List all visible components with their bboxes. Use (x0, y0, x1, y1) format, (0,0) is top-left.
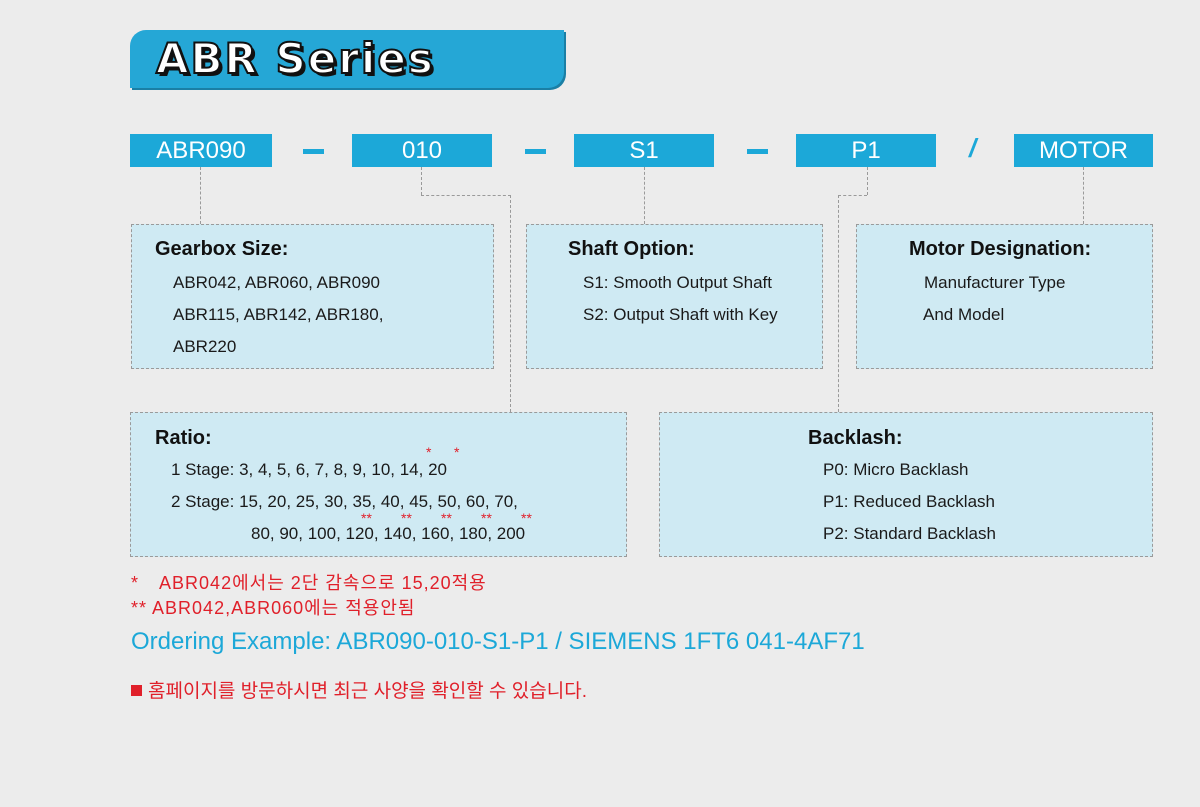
gearbox-size-line: ABR220 (173, 337, 237, 356)
code-separator-dash (525, 149, 546, 154)
code-separator-dash (747, 149, 768, 154)
connector-line (644, 167, 645, 224)
code-separator-dash (303, 149, 324, 154)
backlash-panel: Backlash: P0: Micro Backlash P1: Reduced… (659, 412, 1153, 557)
ratio-star-180: ** (481, 510, 492, 526)
gearbox-size-panel: Gearbox Size: ABR042, ABR060, ABR090 ABR… (131, 224, 494, 369)
code-backlash: P1 (796, 134, 936, 167)
ratio-star-20: * (454, 444, 460, 460)
shaft-option-line: S2: Output Shaft with Key (583, 305, 778, 324)
gearbox-size-line: ABR115, ABR142, ABR180, (173, 305, 384, 324)
connector-line (838, 195, 867, 196)
ratio-panel: Ratio: 1 Stage: 3, 4, 5, 6, 7, 8, 9, 10,… (130, 412, 627, 557)
square-bullet-icon (131, 685, 142, 696)
connector-line (421, 167, 422, 195)
connector-line (1083, 167, 1084, 224)
code-gearbox-size: ABR090 (130, 134, 272, 167)
ratio-stage1: 1 Stage: 3, 4, 5, 6, 7, 8, 9, 10, 14, 20 (171, 460, 447, 480)
title-banner (130, 30, 564, 88)
gearbox-size-line: ABR042, ABR060, ABR090 (173, 273, 380, 292)
ratio-stage1-values: 3, 4, 5, 6, 7, 8, 9, 10, 14, 20 (239, 460, 447, 479)
ratio-star-160: ** (441, 510, 452, 526)
shaft-option-panel: Shaft Option: S1: Smooth Output Shaft S2… (526, 224, 823, 369)
footnote-text: ABR042,ABR060에는 적용안됨 (152, 598, 416, 618)
connector-line (421, 195, 511, 196)
ratio-stage2-values: 15, 20, 25, 30, 35, 40, 45, 50, 60, 70, (239, 492, 518, 511)
connector-line (510, 195, 511, 412)
connector-line (200, 167, 201, 224)
page-title: ABR Series (155, 33, 435, 84)
backlash-line: P1: Reduced Backlash (823, 492, 995, 511)
ordering-example: Ordering Example: ABR090-010-S1-P1 / SIE… (131, 628, 865, 655)
connector-line (867, 167, 868, 195)
motor-designation-line: Manufacturer Type (924, 273, 1066, 292)
ratio-star-120: ** (361, 510, 372, 526)
footnote-double-star: ** ABR042,ABR060에는 적용안됨 (131, 594, 415, 620)
code-motor: MOTOR (1014, 134, 1153, 167)
backlash-line: P2: Standard Backlash (823, 524, 996, 543)
shaft-option-line: S1: Smooth Output Shaft (583, 273, 773, 292)
motor-designation-panel: Motor Designation: Manufacturer Type And… (856, 224, 1153, 369)
shaft-option-title: Shaft Option: (568, 238, 695, 260)
ratio-star-140: ** (401, 510, 412, 526)
ratio-title: Ratio: (155, 427, 212, 449)
footnote-mark: * (131, 573, 140, 593)
gearbox-size-title: Gearbox Size: (155, 238, 289, 260)
footnote-mark: ** (131, 598, 148, 618)
homepage-notice: 홈페이지를 방문하시면 최근 사양을 확인할 수 있습니다. (131, 676, 587, 703)
connector-line (838, 195, 839, 412)
motor-designation-line: And Model (923, 305, 1005, 324)
footnote-text: ABR042에서는 2단 감속으로 15,20적용 (159, 573, 487, 593)
backlash-line: P0: Micro Backlash (823, 460, 969, 479)
footnote-single-star: * ABR042에서는 2단 감속으로 15,20적용 (131, 569, 487, 595)
ratio-star-14: * (426, 444, 432, 460)
ratio-star-200: ** (521, 510, 532, 526)
ratio-stage2-values-cont: 80, 90, 100, 120, 140, 160, 180, 200 (251, 524, 526, 543)
ratio-stage2-label: 2 Stage: (171, 492, 235, 511)
code-ratio: 010 (352, 134, 492, 167)
ratio-stage2: 2 Stage: 15, 20, 25, 30, 35, 40, 45, 50,… (171, 492, 518, 512)
motor-designation-title: Motor Designation: (909, 238, 1092, 260)
ratio-stage1-label: 1 Stage: (171, 460, 235, 479)
code-shaft-option: S1 (574, 134, 714, 167)
code-separator-slash: / (969, 133, 977, 163)
homepage-notice-text: 홈페이지를 방문하시면 최근 사양을 확인할 수 있습니다. (148, 681, 587, 702)
backlash-title: Backlash: (808, 427, 903, 449)
